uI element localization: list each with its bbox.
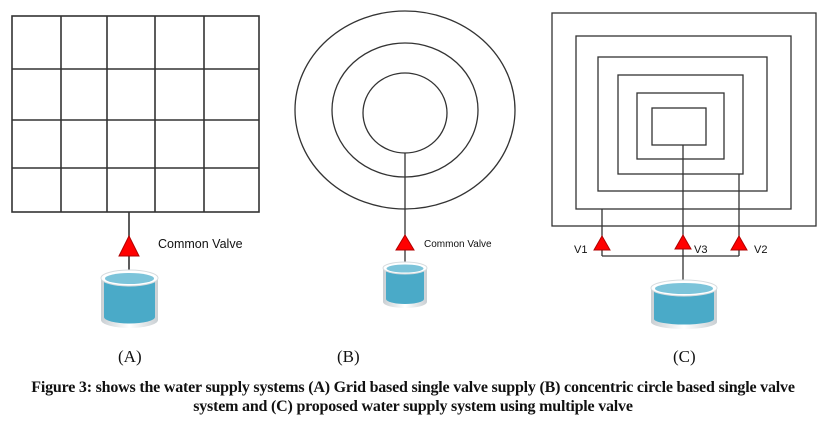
valve-label-v2: V2 (754, 244, 767, 256)
water-tank-icon (650, 279, 718, 329)
grid-outer-boundary (11, 15, 260, 213)
water-tank-icon (382, 261, 428, 308)
valve-label-v1: V1 (574, 244, 587, 256)
common-valve-icon (395, 234, 415, 251)
valve-label-b: Common Valve (424, 239, 492, 250)
water-tank-icon (100, 269, 159, 328)
valve-label-a: Common Valve (158, 237, 243, 251)
panel-a-label: (A) (118, 347, 142, 366)
caption-line-1: Figure 3: shows the water supply systems… (31, 379, 795, 396)
ring-inner (362, 72, 448, 154)
ring-rect-6 (651, 107, 707, 146)
ring-rect-5 (636, 92, 725, 160)
panel-a-grid-network (11, 15, 260, 272)
valve-v2-icon (730, 234, 748, 251)
figure-caption: Figure 3: shows the water supply systems… (0, 378, 826, 416)
panel-c-label: (C) (673, 347, 696, 366)
valve-v1-icon (593, 234, 611, 251)
caption-line-2: system and (C) proposed water supply sys… (193, 398, 633, 415)
panel-b-label: (B) (337, 347, 360, 366)
panel-b-concentric-network (294, 10, 516, 264)
valve-v3-icon (674, 233, 692, 250)
ring-rect-1 (551, 12, 817, 227)
panel-c-multi-valve-network (551, 12, 817, 282)
ring-rect-4 (617, 74, 744, 175)
common-valve-icon (118, 234, 140, 257)
valve-label-v3: V3 (694, 244, 707, 256)
